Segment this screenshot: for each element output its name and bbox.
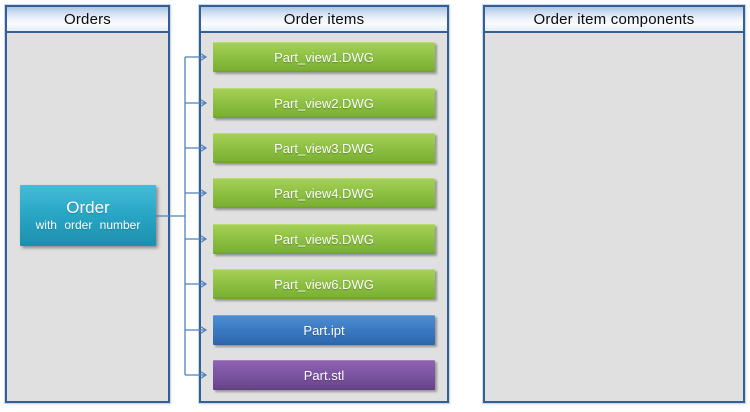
order-shape: Order with order number (20, 185, 156, 246)
item-part-view2-dwg: Part_view2.DWG (213, 88, 435, 118)
panel-order-items-header: Order items (201, 7, 447, 33)
panel-order-item-components: Order item components (482, 4, 746, 404)
panel-order-item-components-body (485, 33, 743, 401)
panel-order-items-title: Order items (283, 10, 365, 28)
panel-order-item-components-title: Order item components (533, 10, 695, 28)
item-part-view4-dwg: Part_view4.DWG (213, 178, 435, 208)
item-part-ipt: Part.ipt (213, 315, 435, 345)
item-part-view3-dwg: Part_view3.DWG (213, 133, 435, 163)
panel-orders-header: Orders (7, 7, 168, 33)
order-shape-title: Order (66, 198, 110, 217)
panel-order-item-components-header: Order item components (485, 7, 743, 33)
item-part-stl: Part.stl (213, 360, 435, 390)
item-part-view5-dwg: Part_view5.DWG (213, 224, 435, 254)
item-part-view1-dwg: Part_view1.DWG (213, 42, 435, 72)
item-part-view6-dwg: Part_view6.DWG (213, 269, 435, 299)
panel-orders-title: Orders (63, 10, 112, 28)
order-shape-subtitle: with order number (35, 218, 141, 232)
